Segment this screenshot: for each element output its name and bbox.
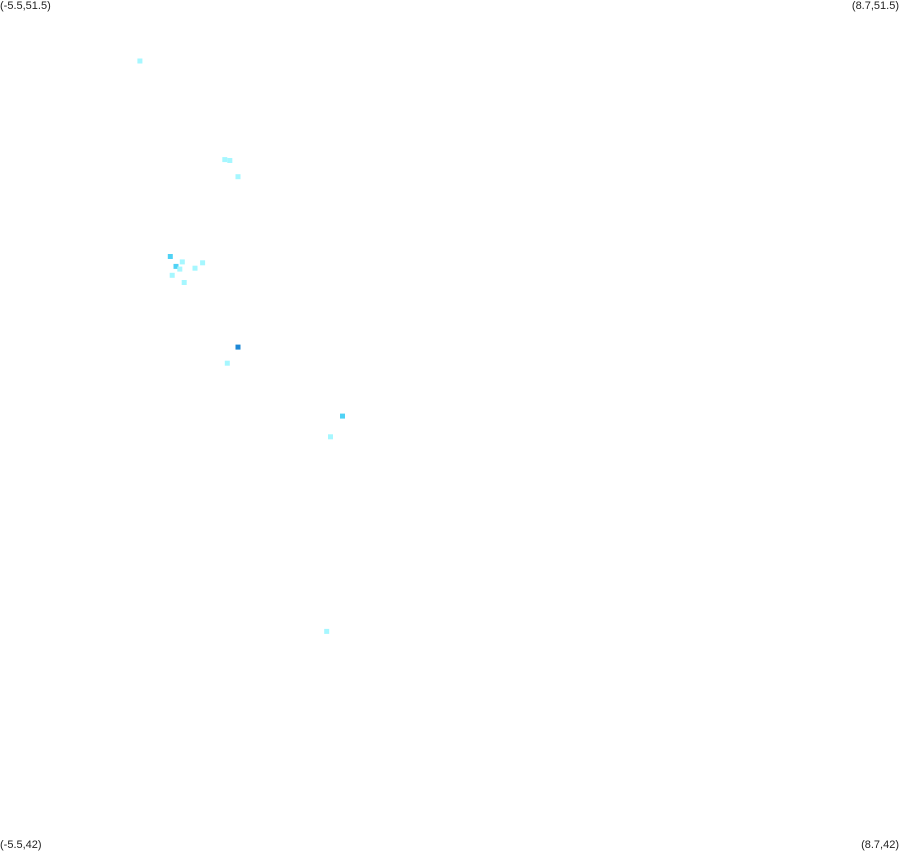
map-point <box>167 254 173 259</box>
map-point <box>222 157 228 163</box>
corner-label-bottom-left: (-5.5,42) <box>0 839 42 851</box>
map-point <box>137 58 143 64</box>
corner-label-bottom-right: (8.7,42) <box>861 839 899 851</box>
map-point <box>179 259 185 265</box>
map-point <box>200 260 206 266</box>
map-point <box>169 272 175 278</box>
map-point <box>227 158 233 163</box>
corner-label-top-right: (8.7,51.5) <box>851 0 899 12</box>
corner-label-top-left: (-5.5,51.5) <box>0 0 51 12</box>
map-point <box>181 280 187 285</box>
map-point <box>324 628 330 634</box>
map-point <box>340 413 345 419</box>
map-point <box>224 360 230 366</box>
map-point <box>328 434 333 440</box>
map-point <box>235 344 241 350</box>
map-point <box>192 265 198 271</box>
map-point <box>235 174 241 180</box>
map-point <box>177 266 183 272</box>
map-point <box>173 263 179 269</box>
